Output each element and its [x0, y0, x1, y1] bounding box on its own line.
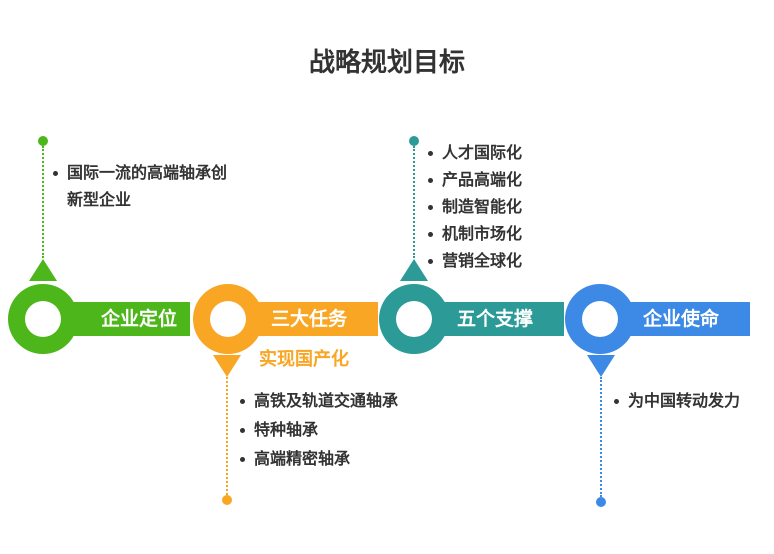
stage2-list: 高铁及轨道交通轴承 特种轴承 高端精密轴承: [240, 387, 398, 472]
stage1-label: 企业定位: [100, 308, 177, 330]
stage3-arrow: [400, 259, 428, 281]
stage4-node: [565, 284, 635, 354]
stage1-connector: [42, 146, 44, 258]
stage2-item: 特种轴承: [240, 416, 398, 443]
stage2-item: 高端精密轴承: [240, 445, 398, 472]
stage4-arrow: [587, 355, 615, 377]
stage3-item: 机制市场化: [428, 220, 522, 247]
stage3-item: 产品高端化: [428, 166, 522, 193]
stage2-item: 高铁及轨道交通轴承: [240, 387, 398, 414]
stage3-connector: [413, 146, 415, 258]
stage4-label: 企业使命: [642, 308, 719, 330]
stage2-bottom-dot: [222, 495, 232, 505]
stage4-list: 为中国转动发力: [614, 387, 740, 414]
stage1-top-dot: [38, 136, 48, 146]
stage3-item: 制造智能化: [428, 193, 522, 220]
stage1-arrow: [29, 259, 57, 281]
diagram-title: 战略规划目标: [308, 48, 465, 78]
stage3-label: 五个支撑: [456, 308, 533, 330]
stage3-top-dot: [409, 136, 419, 146]
stage3-node: [379, 284, 449, 354]
stage2-node: [193, 284, 263, 354]
stage2-sublabel: 实现国产化: [259, 349, 349, 370]
stage4-bottom-dot: [596, 497, 606, 507]
stage3-item: 营销全球化: [428, 247, 522, 274]
stage3-item: 人才国际化: [428, 139, 522, 166]
stage1-item: 国际一流的高端轴承创: [53, 159, 227, 186]
stage1-item-continued: 新型企业: [67, 190, 132, 209]
stage1-list: 国际一流的高端轴承创 新型企业: [53, 159, 227, 213]
stage1-node: [8, 284, 78, 354]
stage2-arrow: [213, 355, 241, 377]
stage3-list: 人才国际化 产品高端化 制造智能化 机制市场化 营销全球化: [428, 139, 522, 274]
stage2-connector: [226, 377, 228, 495]
stage4-connector: [600, 377, 602, 497]
stage4-item: 为中国转动发力: [614, 387, 740, 414]
stage2-label: 三大任务: [270, 308, 347, 330]
